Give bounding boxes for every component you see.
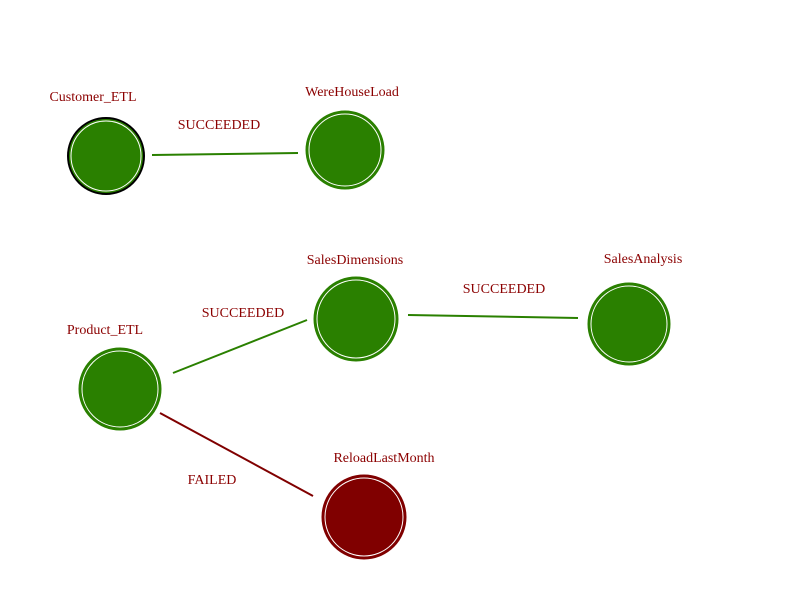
node-inner-ring <box>590 285 668 363</box>
edge-label: FAILED <box>188 473 237 488</box>
edge-label: SUCCEEDED <box>178 118 260 133</box>
node-werehouseload[interactable]: WereHouseLoad <box>305 85 399 190</box>
node-inner-ring <box>308 113 382 187</box>
edge-customer-etl-to-werehouseload[interactable]: SUCCEEDED <box>151 118 299 156</box>
edge-label: SUCCEEDED <box>202 306 284 321</box>
node-inner-ring <box>316 279 396 359</box>
node-product-etl[interactable]: Product_ETL <box>67 323 162 431</box>
node-circle <box>321 474 407 560</box>
node-inner-ring <box>324 477 404 557</box>
edge-line <box>151 152 299 156</box>
node-circle <box>587 282 671 366</box>
node-inner-ring <box>70 120 142 192</box>
node-label: Customer_ETL <box>49 90 136 105</box>
node-reloadlastmonth[interactable]: ReloadLastMonth <box>321 451 435 560</box>
node-salesanalysis[interactable]: SalesAnalysis <box>587 252 683 366</box>
node-circle <box>313 276 399 362</box>
node-circle <box>78 347 162 431</box>
node-customer-etl[interactable]: Customer_ETL <box>49 90 145 195</box>
node-label: SalesDimensions <box>307 253 403 268</box>
node-label: Product_ETL <box>67 323 143 338</box>
edge-product-etl-to-salesdimensions[interactable]: SUCCEEDED <box>172 306 308 374</box>
edge-label: SUCCEEDED <box>463 282 545 297</box>
node-circle <box>305 110 385 190</box>
edge-line <box>407 314 579 319</box>
node-label: ReloadLastMonth <box>333 451 434 466</box>
edge-salesdimensions-to-salesanalysis[interactable]: SUCCEEDED <box>407 282 579 319</box>
node-salesdimensions[interactable]: SalesDimensions <box>307 253 403 362</box>
edge-line <box>159 412 314 497</box>
edge-product-etl-to-reloadlastmonth[interactable]: FAILED <box>159 412 314 497</box>
node-circle <box>67 117 145 195</box>
node-inner-ring <box>81 350 159 428</box>
edge-line <box>172 319 308 374</box>
node-label: SalesAnalysis <box>604 252 683 267</box>
node-label: WereHouseLoad <box>305 85 399 100</box>
